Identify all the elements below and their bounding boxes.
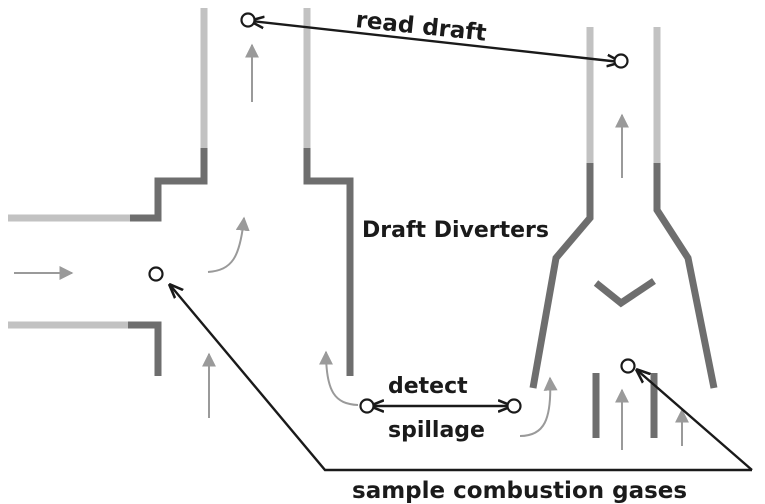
tee-upper-left-elbow (128, 148, 208, 222)
spillage-label: spillage (388, 418, 485, 443)
sample-left-leader (169, 284, 752, 472)
read-draft-link (251, 21, 620, 62)
flow-arrows (14, 43, 689, 450)
tee-right-skirt (303, 148, 354, 376)
sample-left-arrowhead (170, 285, 171, 286)
probe-hood-spillage (506, 398, 522, 414)
draft-diverters-title: Draft Diverters (362, 218, 549, 243)
probe-hood-draft (613, 53, 629, 69)
hood-baffle (593, 278, 656, 308)
sample-combustion-gases-label: sample combustion gases (352, 478, 687, 504)
measurement-links (169, 21, 753, 472)
sample-right-leader (637, 370, 753, 471)
hood-spillage-arrow (519, 376, 558, 437)
probe-tee-sample (148, 266, 164, 282)
hood-draft-diverter (529, 27, 718, 438)
probe-points (148, 12, 636, 414)
tee-draft-diverter (8, 8, 354, 376)
probe-tee-draft (240, 12, 256, 28)
tee-spillage-arrow (319, 350, 359, 406)
detect-label: detect (388, 374, 468, 399)
hood-left-skirt (529, 163, 594, 389)
tee-lower-left-elbow (128, 321, 162, 376)
tee-turn-flow-arrow (207, 216, 250, 273)
probe-tee-spillage (359, 398, 375, 414)
hood-right-skirt (653, 163, 718, 389)
probe-hood-sample (620, 358, 636, 374)
